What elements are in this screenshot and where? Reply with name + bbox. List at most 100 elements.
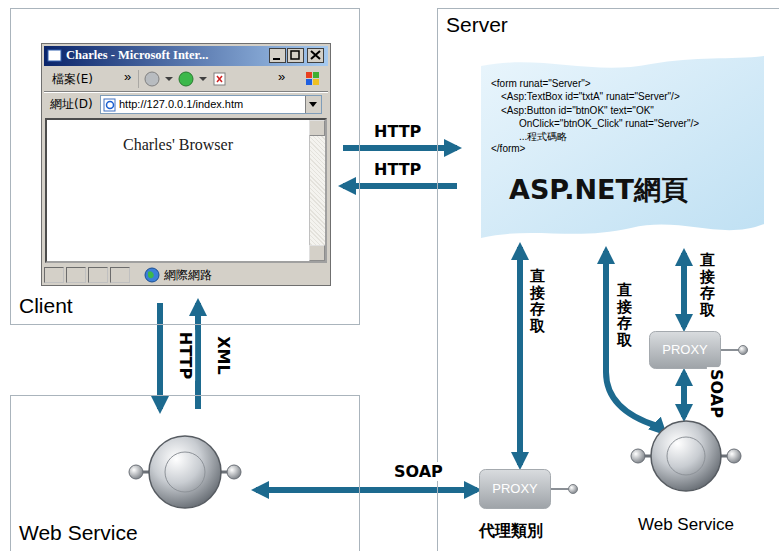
edge-label: 直接存取: [617, 282, 632, 348]
proxy-knob: [569, 485, 578, 494]
proxy-stem: [551, 488, 569, 490]
flag-part: [306, 72, 312, 78]
proxy-label: PROXY: [479, 481, 551, 496]
back-button: [145, 72, 159, 86]
page-icon: [103, 98, 117, 112]
flag-part: [313, 72, 319, 78]
maximize-glyph: [291, 51, 299, 59]
scrollbar: [309, 120, 325, 261]
code-line: <Asp:Button id="btnOK" text="OK" OnClick…: [501, 104, 719, 130]
sphere-knob: [727, 449, 741, 463]
close-glyph: [311, 51, 320, 59]
connector-arrow: [343, 145, 457, 151]
sphere-ring: [667, 437, 705, 475]
window-buttons: [269, 48, 325, 64]
aspnet-page: <form runat="Server"> <Asp:TextBox id="tx…: [481, 56, 764, 241]
code-line: ...程式碼略: [519, 130, 567, 144]
dropdown-triangle: [309, 102, 317, 107]
web-service-sphere: Web Service: [626, 411, 746, 546]
menu-chevron: »: [124, 69, 131, 84]
proxy-box: PROXY: [649, 331, 721, 369]
class-caption: 代理類別: [479, 521, 543, 542]
browser-window: Charles - Microsoft Inter... 檔案(E) » » 網址(D)…: [41, 43, 331, 286]
server-region: <form runat="Server"> <Asp:TextBox id="tx…: [437, 8, 779, 551]
edge-label: 直接存取: [530, 268, 545, 334]
edge-label: XML: [214, 334, 233, 376]
flag-part: [313, 79, 319, 85]
forward-button: [179, 72, 193, 86]
window-icon: [47, 48, 63, 64]
scroll-down: [309, 245, 325, 261]
connector-arrow: [681, 373, 687, 417]
page-icon-e: [107, 102, 114, 109]
status-cell: [88, 267, 108, 283]
proxy-class: PROXY 代理類別: [479, 469, 569, 547]
globe-icon: [144, 267, 160, 283]
toolbar-icons: [138, 69, 268, 89]
icon-page: [48, 50, 61, 61]
status-cell: [66, 267, 86, 283]
scroll-up: [309, 120, 325, 136]
code-line: <form runat="Server">: [491, 78, 591, 89]
window-button: [308, 49, 324, 63]
sphere-knob: [129, 465, 143, 479]
web-service-region: Web Service: [10, 395, 360, 551]
connector-arrow: [681, 253, 687, 327]
dropdown-button: [305, 96, 321, 113]
client-sphere: [129, 436, 241, 508]
dropdown-arrow: [165, 77, 173, 81]
sphere-ring: [165, 452, 205, 492]
proxy-label: PROXY: [649, 342, 721, 357]
flag-part: [306, 79, 312, 85]
status-bar: 網際網路: [44, 266, 328, 284]
sphere-caption: Web Service: [626, 515, 746, 535]
region-label: Web Service: [19, 521, 138, 545]
address-url: http://127.0.0.1/index.htm: [119, 98, 243, 110]
edge-label: SOAP: [707, 367, 726, 420]
page-icon-frame: [104, 99, 115, 111]
region-label: Client: [19, 294, 73, 318]
sphere-shape: [626, 411, 746, 501]
page-wave: [481, 56, 764, 238]
connector-arrow: [517, 247, 523, 465]
connector-arrow: [343, 183, 457, 189]
sphere-knob: [227, 465, 241, 479]
dropdown-glyph: [306, 96, 320, 112]
browser-content: Charles' Browser: [45, 118, 327, 263]
edge-label: 直接存取: [700, 252, 715, 318]
region-label: Server: [446, 13, 508, 37]
edge-label: SOAP: [392, 462, 445, 481]
dropdown-arrow: [199, 77, 207, 81]
edge-label: HTTP: [372, 160, 423, 179]
web-service-sphere: [149, 436, 221, 508]
code-line: <Asp:TextBox id="txtA" runat="Server"/>: [501, 91, 680, 102]
proxy-stem: [721, 349, 739, 351]
toolbar-separator: [138, 70, 139, 88]
toolbar-divider: [44, 91, 328, 93]
code-line: </form>: [491, 143, 525, 154]
connector-arrow: [157, 303, 163, 409]
proxy-body: [650, 332, 721, 369]
connector-arrow: [195, 303, 201, 409]
stop-button: [214, 73, 225, 85]
address-field: http://127.0.0.1/index.htm: [100, 95, 322, 114]
address-label: 網址(D): [50, 96, 93, 113]
sphere-knob: [631, 449, 645, 463]
status-text: 網際網路: [164, 267, 212, 284]
edge-label: HTTP: [176, 330, 195, 381]
menu-item: 檔案(E): [52, 71, 93, 88]
client-region: Charles - Microsoft Inter... 檔案(E) » » 網址(D)…: [10, 8, 360, 325]
status-cell: [110, 267, 130, 283]
window-title: Charles - Microsoft Inter...: [66, 48, 208, 63]
window-button: [288, 49, 304, 63]
proxy-knob: [739, 346, 748, 355]
edge-label: HTTP: [372, 122, 423, 141]
connector-arrow: [256, 487, 477, 493]
menu-chevron: »: [278, 69, 285, 84]
globe-land: [148, 271, 154, 278]
windows-flag: [304, 71, 322, 87]
stop-glyph: [217, 76, 222, 82]
minimize-glyph: [273, 58, 280, 60]
page-text: Charles' Browser: [47, 136, 309, 154]
web-service-sphere: [651, 421, 721, 491]
